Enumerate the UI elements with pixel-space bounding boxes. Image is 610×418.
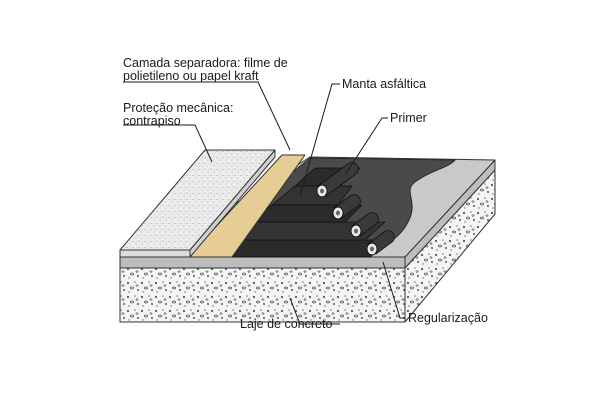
- leader-slab: [289, 297, 340, 325]
- label-leveling: Regularização: [408, 311, 488, 325]
- screed-front: [119, 249, 191, 258]
- label-slab: Laje de concreto: [240, 317, 332, 331]
- screed-side: [189, 149, 276, 258]
- leader-separator: [123, 81, 291, 151]
- label-separator-line1: Camada separadora: filme de: [123, 56, 288, 70]
- label-membrane: Manta asfáltica: [342, 77, 426, 91]
- leveling-front: [119, 256, 406, 269]
- membrane-roll: [350, 212, 379, 238]
- leader-membrane: [299, 83, 340, 197]
- leader-leveling: [382, 261, 405, 319]
- label-protection-line1: Proteção mecânica:: [123, 101, 233, 115]
- separator-layer: [187, 154, 306, 258]
- label-separator-line2: polietileno ou papel kraft: [123, 69, 259, 83]
- membrane-roll: [366, 230, 395, 256]
- leader-protection: [123, 124, 213, 163]
- leader-primer: [344, 117, 388, 176]
- membrane-roll: [316, 162, 359, 198]
- label-primer: Primer: [390, 111, 427, 125]
- membrane-roll: [332, 194, 361, 220]
- slab-front: [119, 267, 406, 323]
- label-protection-line2: contrapiso: [123, 114, 181, 128]
